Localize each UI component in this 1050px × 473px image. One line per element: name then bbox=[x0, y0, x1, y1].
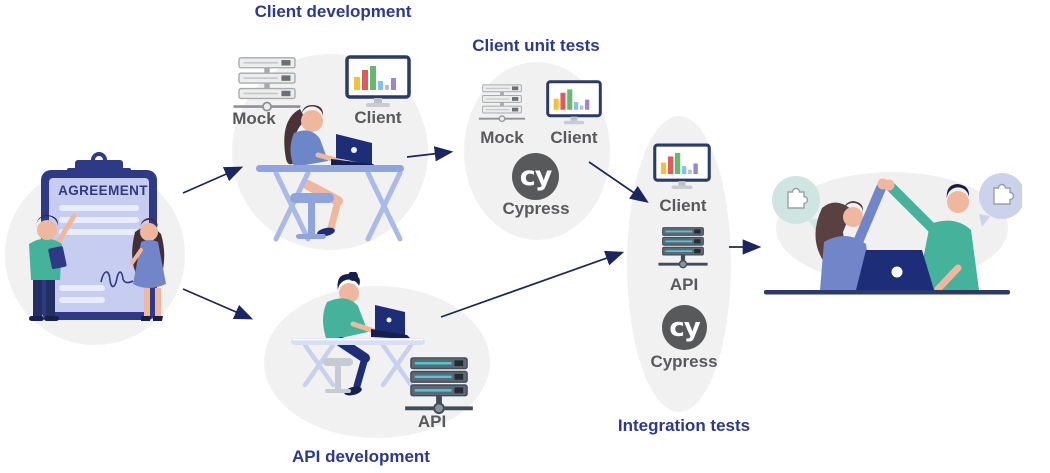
puzzle-icon bbox=[787, 187, 809, 209]
stage-title-client-development: Client development bbox=[254, 2, 412, 21]
cypress-logo-icon: cy bbox=[512, 153, 559, 200]
arrow-unit-tests-to-integration bbox=[588, 161, 649, 203]
stage-title-api-development: API development bbox=[292, 447, 430, 466]
mock-label: Mock bbox=[232, 109, 276, 128]
agreement-woman bbox=[130, 218, 166, 321]
cypress-label: Cypress bbox=[502, 199, 570, 218]
api-label: API bbox=[417, 412, 447, 431]
chair bbox=[290, 193, 334, 239]
bar-chart bbox=[660, 152, 698, 175]
stool bbox=[323, 358, 353, 393]
developer-man bbox=[323, 272, 380, 396]
client-developer-illustration bbox=[256, 105, 404, 242]
teammate-man bbox=[883, 179, 979, 293]
api-developer-illustration bbox=[291, 272, 425, 396]
high-five-illustration bbox=[764, 172, 1022, 295]
arrow-client-dev-to-unit-tests bbox=[406, 146, 454, 162]
mock-label: Mock bbox=[480, 128, 524, 147]
api-server-icon bbox=[405, 357, 473, 415]
desk bbox=[256, 165, 404, 242]
mock-server-icon bbox=[478, 84, 526, 123]
table bbox=[764, 290, 1010, 295]
client-label: Client bbox=[354, 108, 402, 127]
arrow-agreement-to-api-dev bbox=[182, 288, 254, 320]
puzzle-icon bbox=[993, 183, 1015, 205]
bar-chart bbox=[553, 89, 590, 110]
mock-server-icon bbox=[233, 57, 301, 112]
cypress-label: Cypress bbox=[650, 352, 718, 371]
bar-chart bbox=[354, 66, 396, 90]
laptop-icon bbox=[331, 134, 377, 168]
laptop-icon bbox=[371, 305, 411, 339]
client-monitor-icon bbox=[345, 55, 411, 107]
arrow-api-dev-to-integration bbox=[440, 250, 625, 318]
client-label: Client bbox=[550, 128, 598, 147]
client-monitor-icon bbox=[546, 80, 602, 125]
agreement-man bbox=[29, 213, 77, 321]
client-monitor-icon bbox=[653, 143, 711, 189]
stage-title-integration-tests: Integration tests bbox=[617, 416, 751, 435]
document-lines bbox=[59, 205, 139, 303]
desk bbox=[291, 338, 425, 388]
client-label: Client bbox=[659, 196, 707, 215]
cypress-logo-icon: cy bbox=[662, 305, 707, 350]
laptop-icon bbox=[856, 250, 934, 290]
arrow-agreement-to-client-dev bbox=[182, 166, 244, 194]
stage-title-client-unit-tests: Client unit tests bbox=[472, 36, 600, 55]
signature bbox=[100, 271, 134, 288]
agreement-document-title: AGREEMENT bbox=[58, 183, 148, 198]
speech-bubble-right bbox=[979, 173, 1022, 227]
agreement-illustration bbox=[5, 152, 185, 345]
api-label: API bbox=[669, 275, 699, 294]
teammate-woman bbox=[815, 178, 889, 290]
api-server-icon bbox=[658, 227, 708, 269]
clipboard-icon bbox=[41, 152, 157, 320]
